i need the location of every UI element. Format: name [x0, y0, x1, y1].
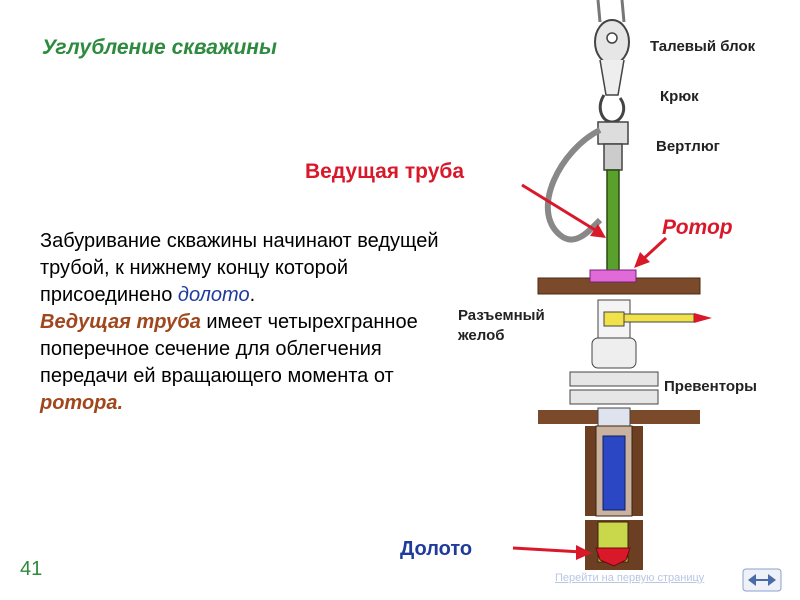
cable-left	[596, 0, 602, 23]
first-page-button[interactable]	[742, 568, 782, 592]
flow-arrow	[694, 313, 712, 323]
swivel-shape	[597, 121, 629, 145]
page-title: Углубление скважины	[42, 36, 277, 59]
label-rotor: Ротор	[662, 216, 733, 239]
swivel-body	[603, 143, 623, 171]
label-swivel: Вертлюг	[656, 138, 720, 155]
bit-arrow-head	[576, 545, 592, 560]
first-page-link[interactable]: Перейти на первую страницу	[555, 572, 705, 584]
annular-preventer	[591, 337, 637, 369]
rotor-table	[589, 269, 637, 283]
cable-right	[620, 0, 626, 23]
label-flow-line: Разъемный желоб	[458, 306, 545, 346]
hook-link	[599, 59, 625, 96]
description-part-2: имеет четырехгранное поперечное сечение …	[40, 311, 418, 387]
bit-arrow-line	[512, 546, 583, 554]
double-arrow-icon	[742, 568, 782, 592]
label-kelly: Ведущая труба	[305, 160, 465, 183]
travel-block-pin	[606, 32, 618, 44]
page-number: 41	[20, 558, 43, 580]
wellhead	[597, 407, 631, 427]
drill-pipe	[602, 435, 626, 511]
flow-line-pipe	[623, 313, 695, 323]
ram-preventer-2	[569, 389, 659, 405]
description-period: .	[249, 284, 256, 306]
term-rotor: ротора.	[40, 392, 124, 414]
rotor-arrow-head	[634, 252, 650, 268]
label-hook: Крюк	[660, 88, 699, 105]
flow-line-tee	[603, 311, 625, 327]
kelly-arrow-head	[590, 224, 606, 238]
label-bit: Долото	[400, 538, 473, 560]
description-text: Забуривание скважины начинают ведущей тр…	[40, 228, 470, 417]
term-kelly: Ведущая труба	[40, 311, 201, 333]
label-preventers: Превенторы	[664, 378, 757, 395]
description-part-1: Забуривание скважины начинают ведущей тр…	[40, 230, 439, 306]
drill-bit-shape	[595, 547, 631, 567]
ram-preventer-1	[569, 371, 659, 387]
kelly-arrow-line	[521, 183, 601, 235]
label-flow-line-1: Разъемный	[458, 307, 545, 324]
term-bit: долото	[177, 284, 250, 306]
kelly-pipe	[606, 169, 620, 276]
hook-shape	[598, 94, 626, 124]
rotary-hose	[544, 127, 603, 243]
label-travel-block: Талевый блок	[650, 38, 756, 55]
label-flow-line-2: желоб	[458, 327, 505, 344]
